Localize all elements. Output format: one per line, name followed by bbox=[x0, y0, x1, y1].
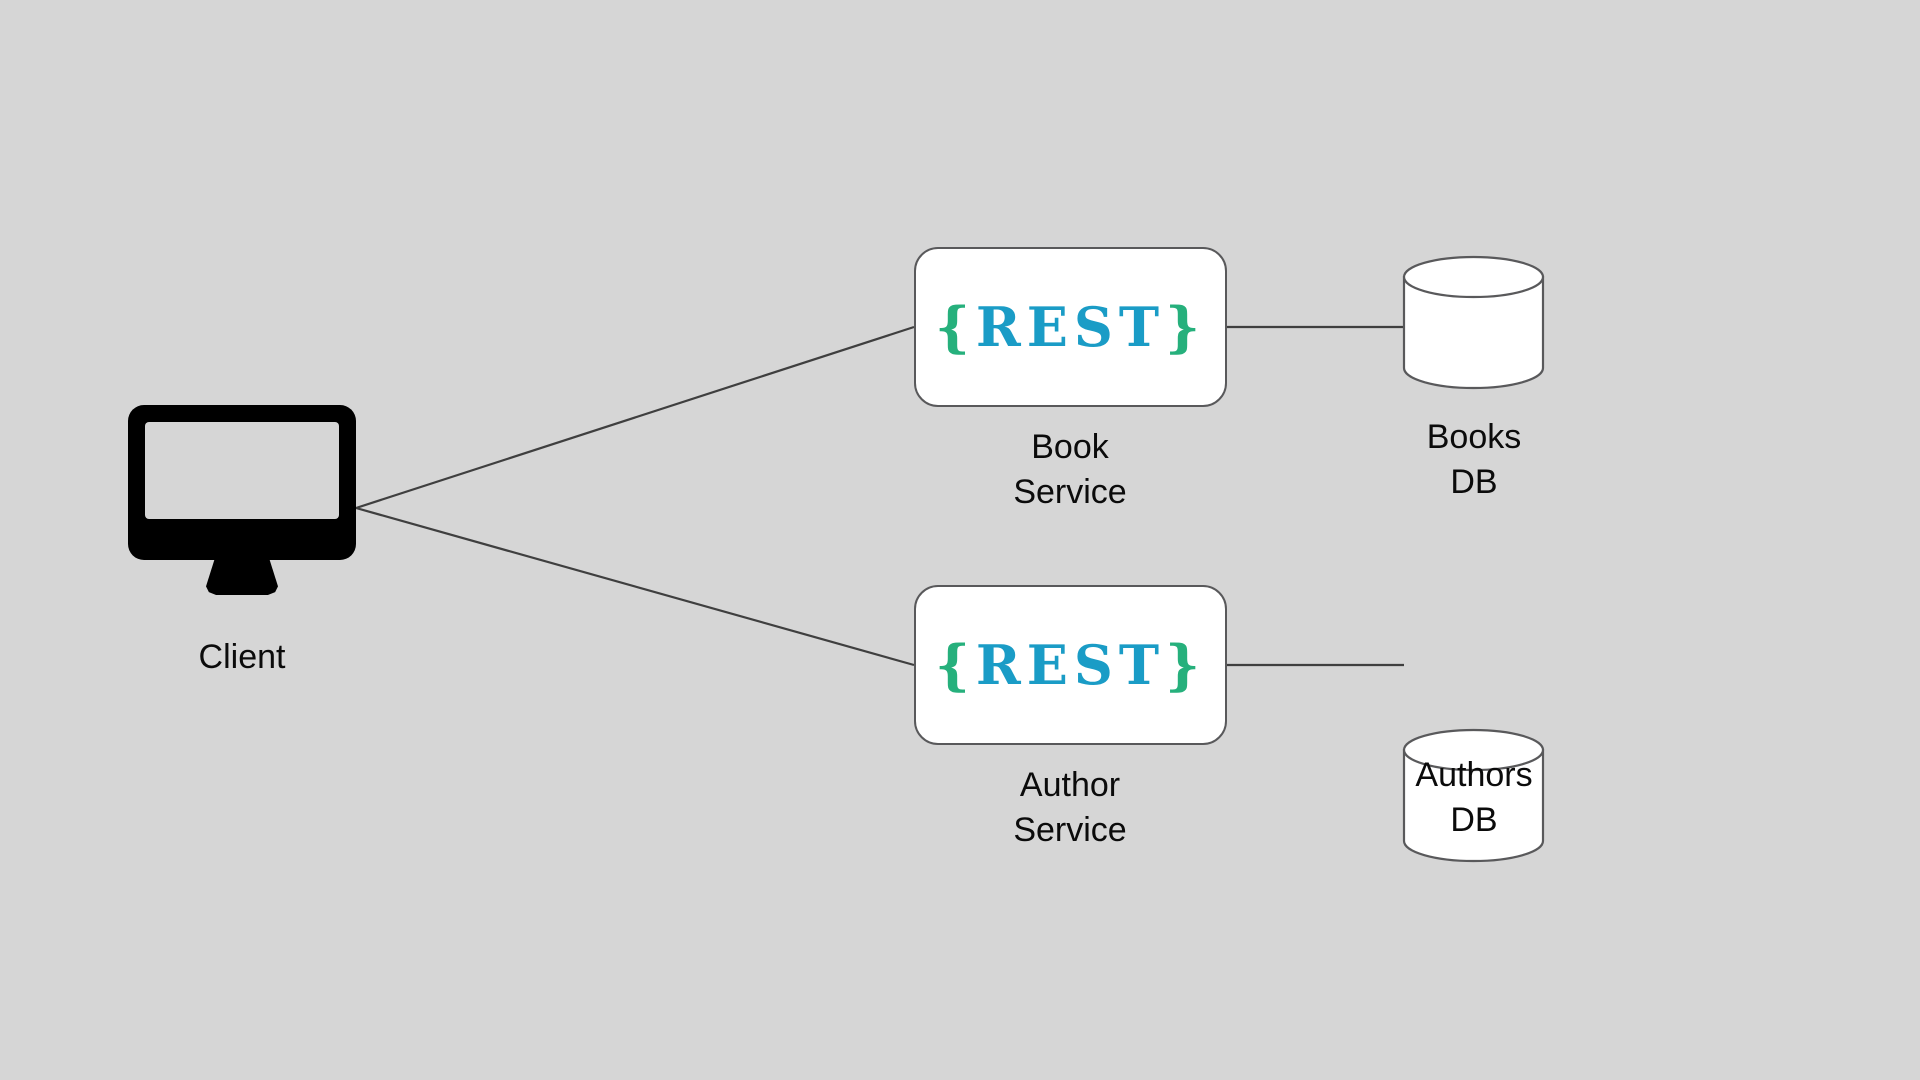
node-authors-db[interactable] bbox=[1402, 728, 1545, 863]
brace-right-icon: } bbox=[1165, 295, 1206, 359]
rest-badge-author-service: {REST} bbox=[935, 638, 1206, 692]
brace-left-icon: { bbox=[935, 295, 976, 359]
node-label-books-db: Books DB bbox=[1426, 418, 1522, 501]
node-client[interactable] bbox=[128, 405, 356, 595]
node-label-client: Client bbox=[198, 638, 286, 676]
database-cylinder-icon bbox=[1402, 255, 1545, 390]
node-label-authors-db: Authors DB bbox=[1415, 756, 1533, 839]
rest-label: REST bbox=[975, 633, 1166, 697]
node-book-service[interactable]: {REST} bbox=[914, 247, 1227, 407]
edge-client-to-book-service bbox=[355, 325, 915, 510]
node-label-book-service: Book Service bbox=[1013, 428, 1127, 511]
rest-label: REST bbox=[975, 295, 1166, 359]
desktop-monitor-icon bbox=[128, 405, 356, 595]
node-label-author-service: Author Service bbox=[1013, 766, 1127, 849]
brace-left-icon: { bbox=[935, 633, 976, 697]
monitor-stand bbox=[206, 559, 278, 595]
node-books-db[interactable] bbox=[1402, 255, 1545, 390]
rest-badge-book-service: {REST} bbox=[935, 300, 1206, 354]
database-cylinder-icon bbox=[1402, 728, 1545, 863]
monitor-screen bbox=[145, 422, 339, 519]
edge-client-to-author-service bbox=[355, 506, 915, 667]
brace-right-icon: } bbox=[1165, 633, 1206, 697]
node-author-service[interactable]: {REST} bbox=[914, 585, 1227, 745]
